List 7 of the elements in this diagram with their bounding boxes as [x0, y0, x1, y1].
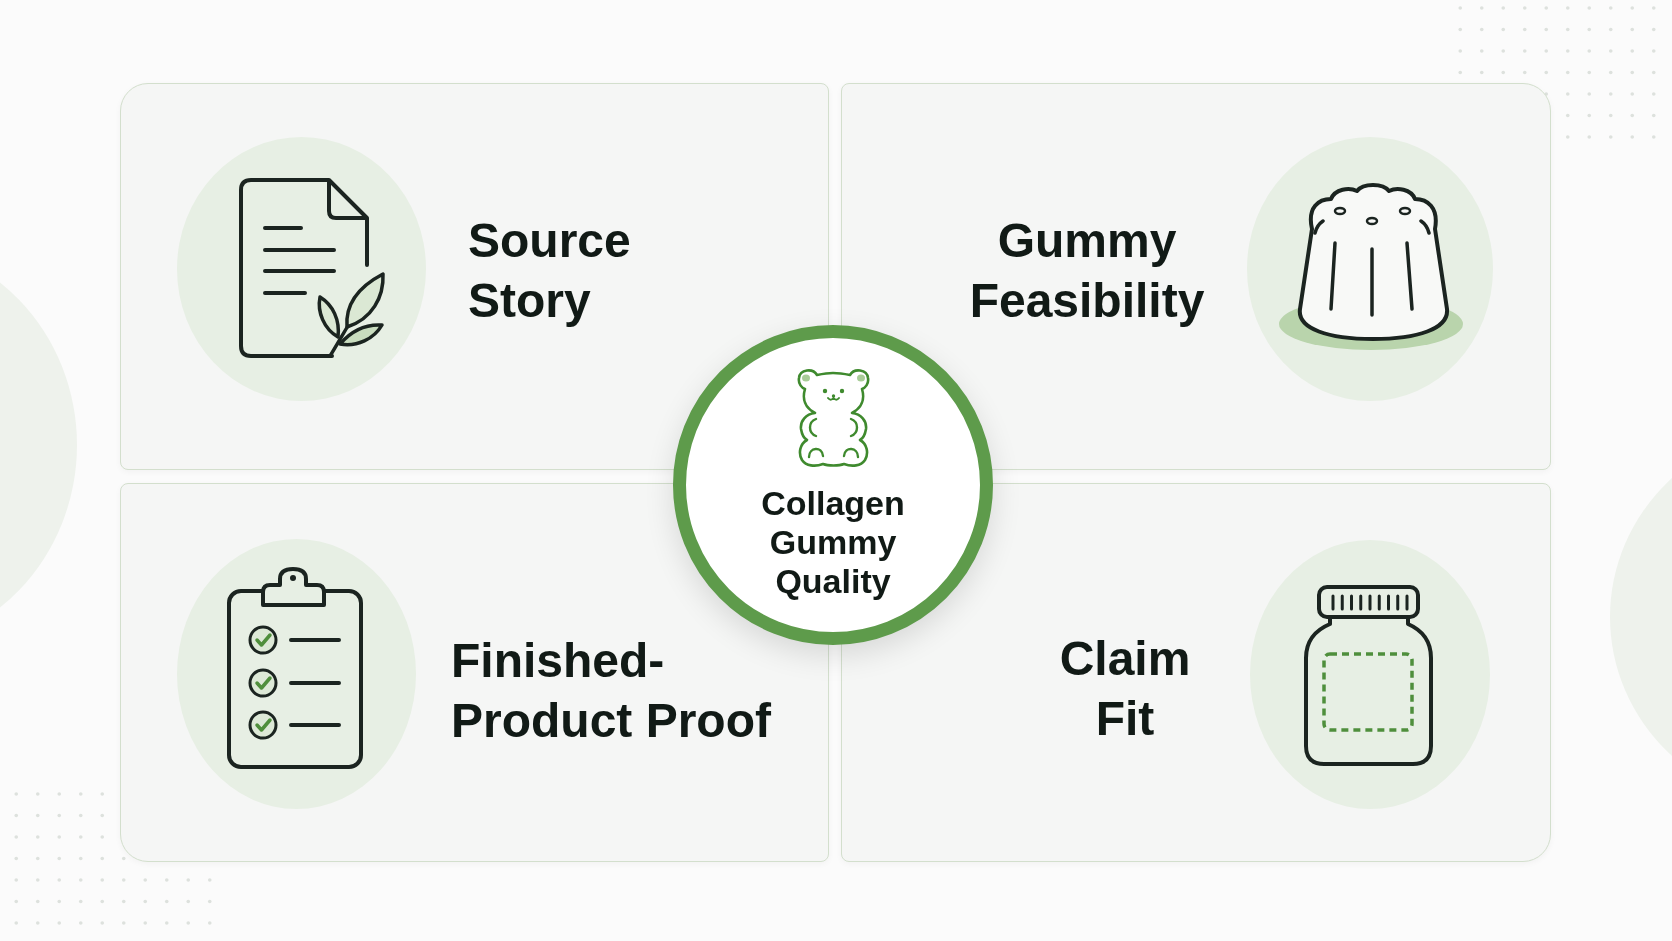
card-title: Finished-Product Proof	[451, 633, 772, 749]
quadrant-card	[841, 83, 1551, 470]
card-title: Claim Fit	[1058, 631, 1192, 747]
hub-title: Collagen Gummy Quality	[760, 484, 906, 601]
quadrant-card	[120, 83, 829, 470]
card-title: Gummy Feasibility	[968, 213, 1206, 329]
card-title: Source Story	[468, 213, 632, 329]
